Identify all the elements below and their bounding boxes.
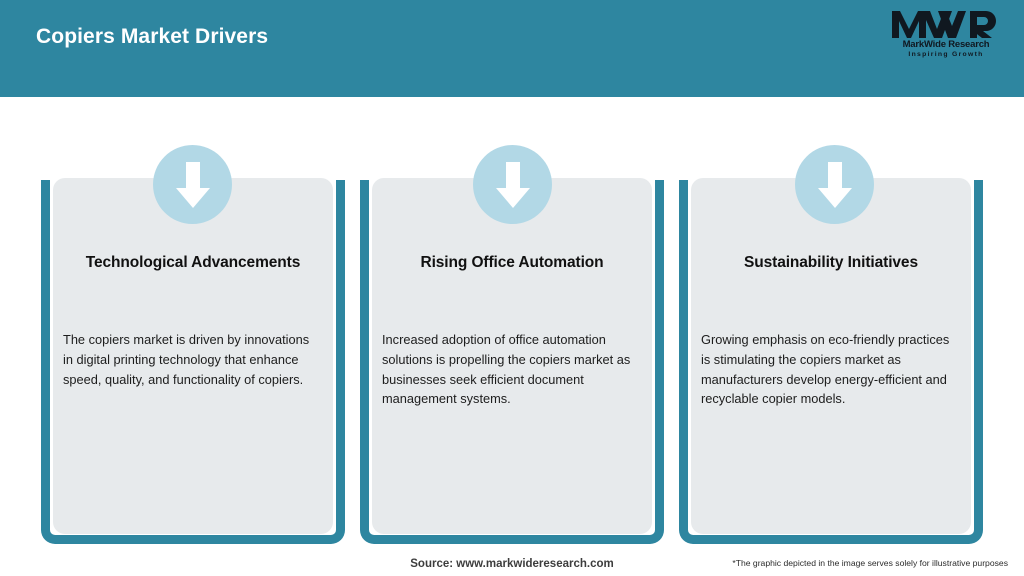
card-body-text: Growing emphasis on eco-friendly practic… xyxy=(701,332,950,407)
arrow-down-icon xyxy=(795,145,874,224)
card-accent-frame xyxy=(679,180,983,544)
card-title: Sustainability Initiatives xyxy=(744,254,918,271)
logo-company-name: MarkWide Research xyxy=(902,39,990,50)
disclaimer-label: *The graphic depicted in the image serve… xyxy=(732,558,1008,568)
card-title: Rising Office Automation xyxy=(420,254,604,271)
brand-logo: MarkWide Research Inspiring Growth xyxy=(886,9,1006,71)
header-bar xyxy=(0,0,1024,97)
card-panel xyxy=(691,178,971,534)
arrow-down-icon xyxy=(153,145,232,224)
page-title: Copiers Market Drivers xyxy=(36,25,269,48)
driver-card-3: Sustainability Initiatives Growing empha… xyxy=(679,145,983,544)
logo-tagline: Inspiring Growth xyxy=(908,50,984,58)
card-panel xyxy=(53,178,333,534)
card-panel xyxy=(372,178,652,534)
driver-card-1: Technological Advancements The copiers m… xyxy=(41,145,345,544)
card-accent-frame xyxy=(360,180,664,544)
card-body-text: Increased adoption of office automation … xyxy=(382,332,631,407)
arrow-down-icon xyxy=(473,145,552,224)
logo-mark-icon xyxy=(886,9,1006,39)
card-body-text: The copiers market is driven by innovati… xyxy=(63,332,310,387)
card-accent-frame xyxy=(41,180,345,544)
source-label: Source: www.markwideresearch.com xyxy=(410,558,614,570)
card-title: Technological Advancements xyxy=(85,254,301,271)
driver-card-2: Rising Office Automation Increased adopt… xyxy=(360,145,664,544)
